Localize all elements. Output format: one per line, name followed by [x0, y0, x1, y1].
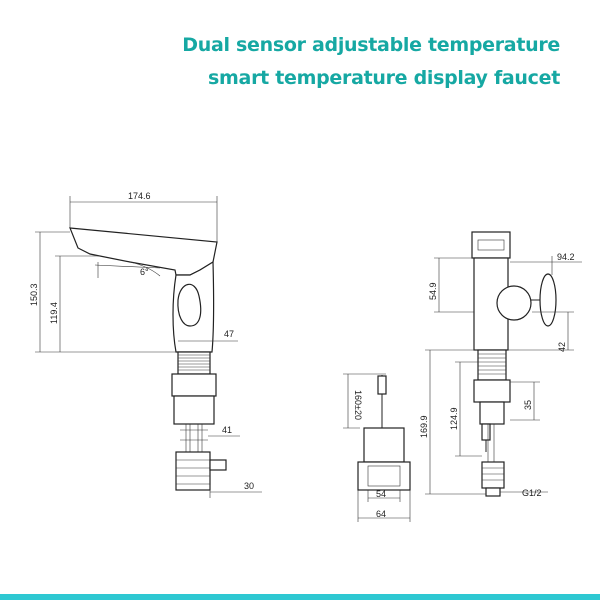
dim-box-inner-width: 54 [376, 489, 386, 499]
side-view: 174.6 6° 150.3 119.4 47 [29, 191, 262, 498]
dim-front-total-height: 169.9 [419, 415, 429, 438]
dim-side-nut: 30 [244, 481, 254, 491]
dim-front-shank-dia: 35 [523, 400, 533, 410]
control-box-view: 160±20 54 64 [343, 373, 411, 522]
dim-front-head-height: 54.9 [428, 282, 438, 300]
dim-front-body-dia: 42 [557, 342, 567, 352]
dim-side-hose-dia: 41 [222, 425, 232, 435]
dim-front-top-offset: 94.2 [557, 252, 575, 262]
front-view: 94.2 54.9 42 [419, 231, 582, 498]
dim-side-base-dia: 47 [224, 329, 234, 339]
dim-box-cable: 160±20 [353, 390, 363, 420]
dim-side-spout-height: 119.4 [49, 302, 59, 324]
dim-front-thread: G1/2 [522, 488, 542, 498]
dim-side-height-total: 150.3 [29, 283, 39, 306]
dim-side-width: 174.6 [128, 191, 151, 201]
dim-front-shank-height: 124.9 [449, 407, 459, 430]
dim-box-outer-width: 64 [376, 509, 386, 519]
title-line-1: Dual sensor adjustable temperature [182, 34, 560, 56]
title-line-2: smart temperature display faucet [208, 67, 560, 89]
dim-side-angle: 6° [140, 267, 149, 277]
accent-bar [0, 594, 600, 600]
